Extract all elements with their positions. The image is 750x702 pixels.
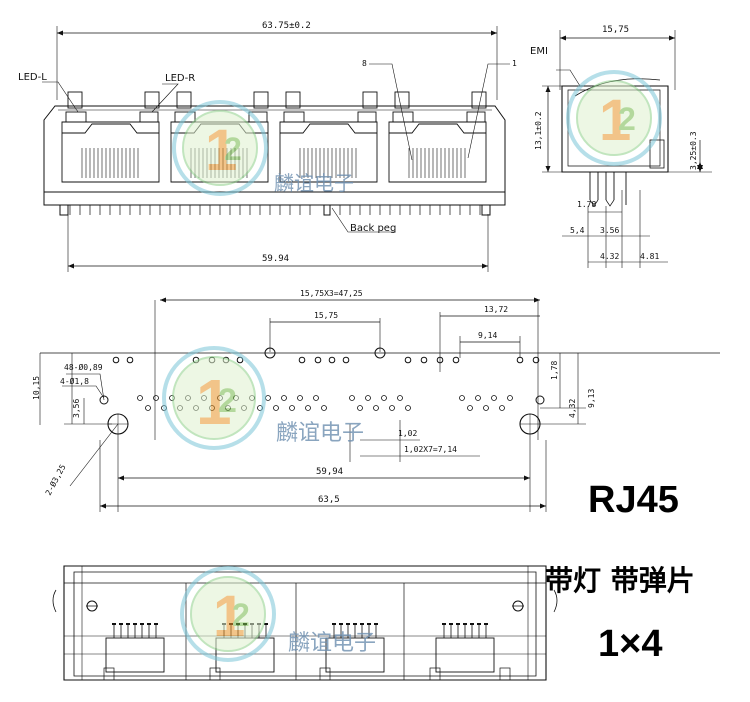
watermark-text-mid: 麟谊电子 [276, 421, 364, 446]
dim-side-178: 1.78 [577, 200, 596, 209]
svg-text:2: 2 [224, 131, 242, 167]
label-back-peg: Back peg [350, 223, 396, 234]
dim-side-54: 5,4 [570, 226, 585, 235]
dim-fp-holes-48: 48-Ø0,89 [64, 362, 103, 372]
dim-fp-1372: 13,72 [484, 305, 508, 314]
dim-fp-432: 4,32 [568, 399, 577, 418]
svg-text:2: 2 [618, 101, 636, 137]
dim-fp-102x7: 1,02X7=7,14 [404, 445, 457, 454]
title-product: RJ45 [588, 479, 679, 521]
footprint-view [39, 297, 720, 512]
front-view [42, 26, 510, 272]
dim-fp-pitch-total: 15,75X3=47,25 [300, 289, 363, 298]
svg-text:2: 2 [218, 382, 237, 420]
dim-side-height: 13,1±0.2 [534, 111, 543, 150]
dim-fp-914: 9,14 [478, 331, 497, 340]
dim-side-356: 3.56 [600, 226, 619, 235]
dim-side-depth: 15,75 [602, 25, 629, 35]
svg-text:1: 1 [599, 88, 631, 153]
rear-view [52, 565, 558, 681]
dim-fp-356: 3,56 [72, 399, 81, 418]
dim-pin-span: 59.94 [262, 254, 289, 264]
dim-fp-5994: 59,94 [316, 467, 343, 477]
dim-fp-635: 63,5 [318, 495, 340, 505]
watermark-logo: 1 2 1 2 1 2 1 2 [162, 70, 662, 662]
dim-fp-102: 1,02 [398, 429, 417, 438]
title-config: 1×4 [598, 623, 662, 665]
label-led-l: LED-L [18, 72, 47, 83]
dim-fp-holes-4: 4-Ø1,8 [60, 376, 89, 386]
dim-fp-2holes: 2-Ø3,25 [43, 462, 68, 497]
watermark-text-top: 麟谊电子 [274, 171, 354, 195]
dim-fp-178: 1,78 [550, 361, 559, 380]
callout-8: 8 [362, 59, 367, 68]
dim-side-481: 4.81 [640, 252, 659, 261]
svg-text:2: 2 [232, 597, 250, 633]
label-led-r: LED-R [165, 73, 195, 84]
dim-side-432: 4.32 [600, 252, 619, 261]
dim-side-offset: 3,25±0.3 [689, 131, 698, 170]
dim-fp-913: 9,13 [587, 389, 596, 408]
dim-fp-1575: 15,75 [314, 311, 338, 320]
callout-1: 1 [512, 59, 517, 68]
svg-text:1: 1 [213, 584, 245, 649]
svg-text:1: 1 [205, 118, 237, 183]
dim-fp-1015: 10,15 [32, 376, 41, 400]
dim-total-width: 63.75±0.2 [262, 21, 311, 31]
watermark-text-bottom: 麟谊电子 [288, 631, 376, 656]
label-emi: EMI [530, 46, 548, 57]
title-features: 带灯 带弹片 [545, 564, 695, 597]
svg-text:1: 1 [196, 366, 232, 438]
